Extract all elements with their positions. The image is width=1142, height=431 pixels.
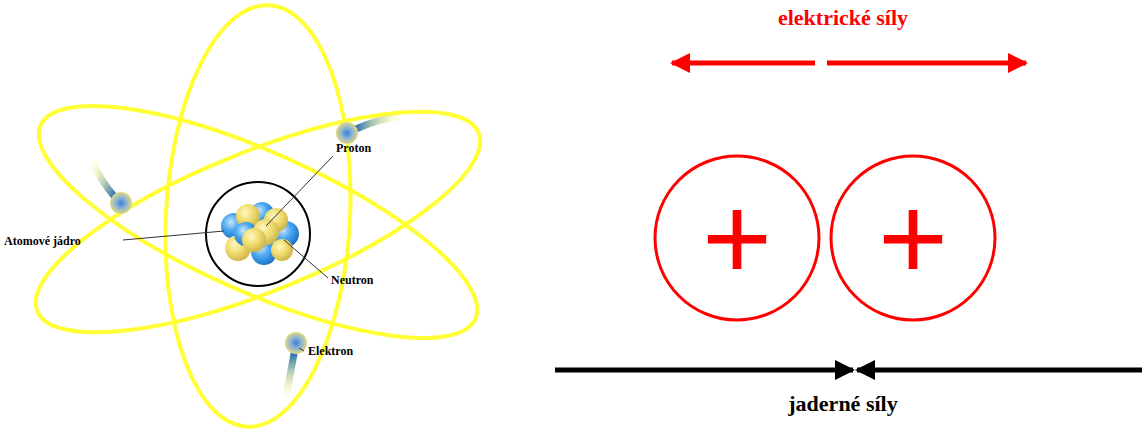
- force-label: jaderné síly: [788, 392, 897, 416]
- electron: [110, 192, 132, 214]
- electron-tail: [286, 354, 294, 398]
- charge-circle: +: [829, 154, 997, 322]
- electron: [336, 122, 358, 144]
- electron-tail: [356, 117, 402, 129]
- force-arrow: [555, 368, 853, 373]
- orbits: [11, 0, 505, 431]
- leader-lines: [123, 156, 333, 351]
- force-arrow: [827, 61, 1026, 66]
- nucleus-outline: [206, 182, 310, 286]
- electron-tail: [92, 160, 114, 196]
- charge-sign: +: [702, 178, 772, 298]
- charge-sign: +: [878, 178, 948, 298]
- electron: [285, 332, 307, 354]
- force-arrow: [857, 368, 1142, 373]
- force-arrow: [672, 61, 815, 66]
- part-label: Proton: [336, 142, 371, 155]
- part-label: Neutron: [331, 274, 373, 287]
- part-label: Atomové jádro: [4, 235, 81, 248]
- part-label: Elektron: [308, 345, 353, 358]
- force-label: elektrické síly: [778, 6, 908, 30]
- nucleons: [221, 202, 299, 265]
- charge-circle: +: [653, 154, 821, 322]
